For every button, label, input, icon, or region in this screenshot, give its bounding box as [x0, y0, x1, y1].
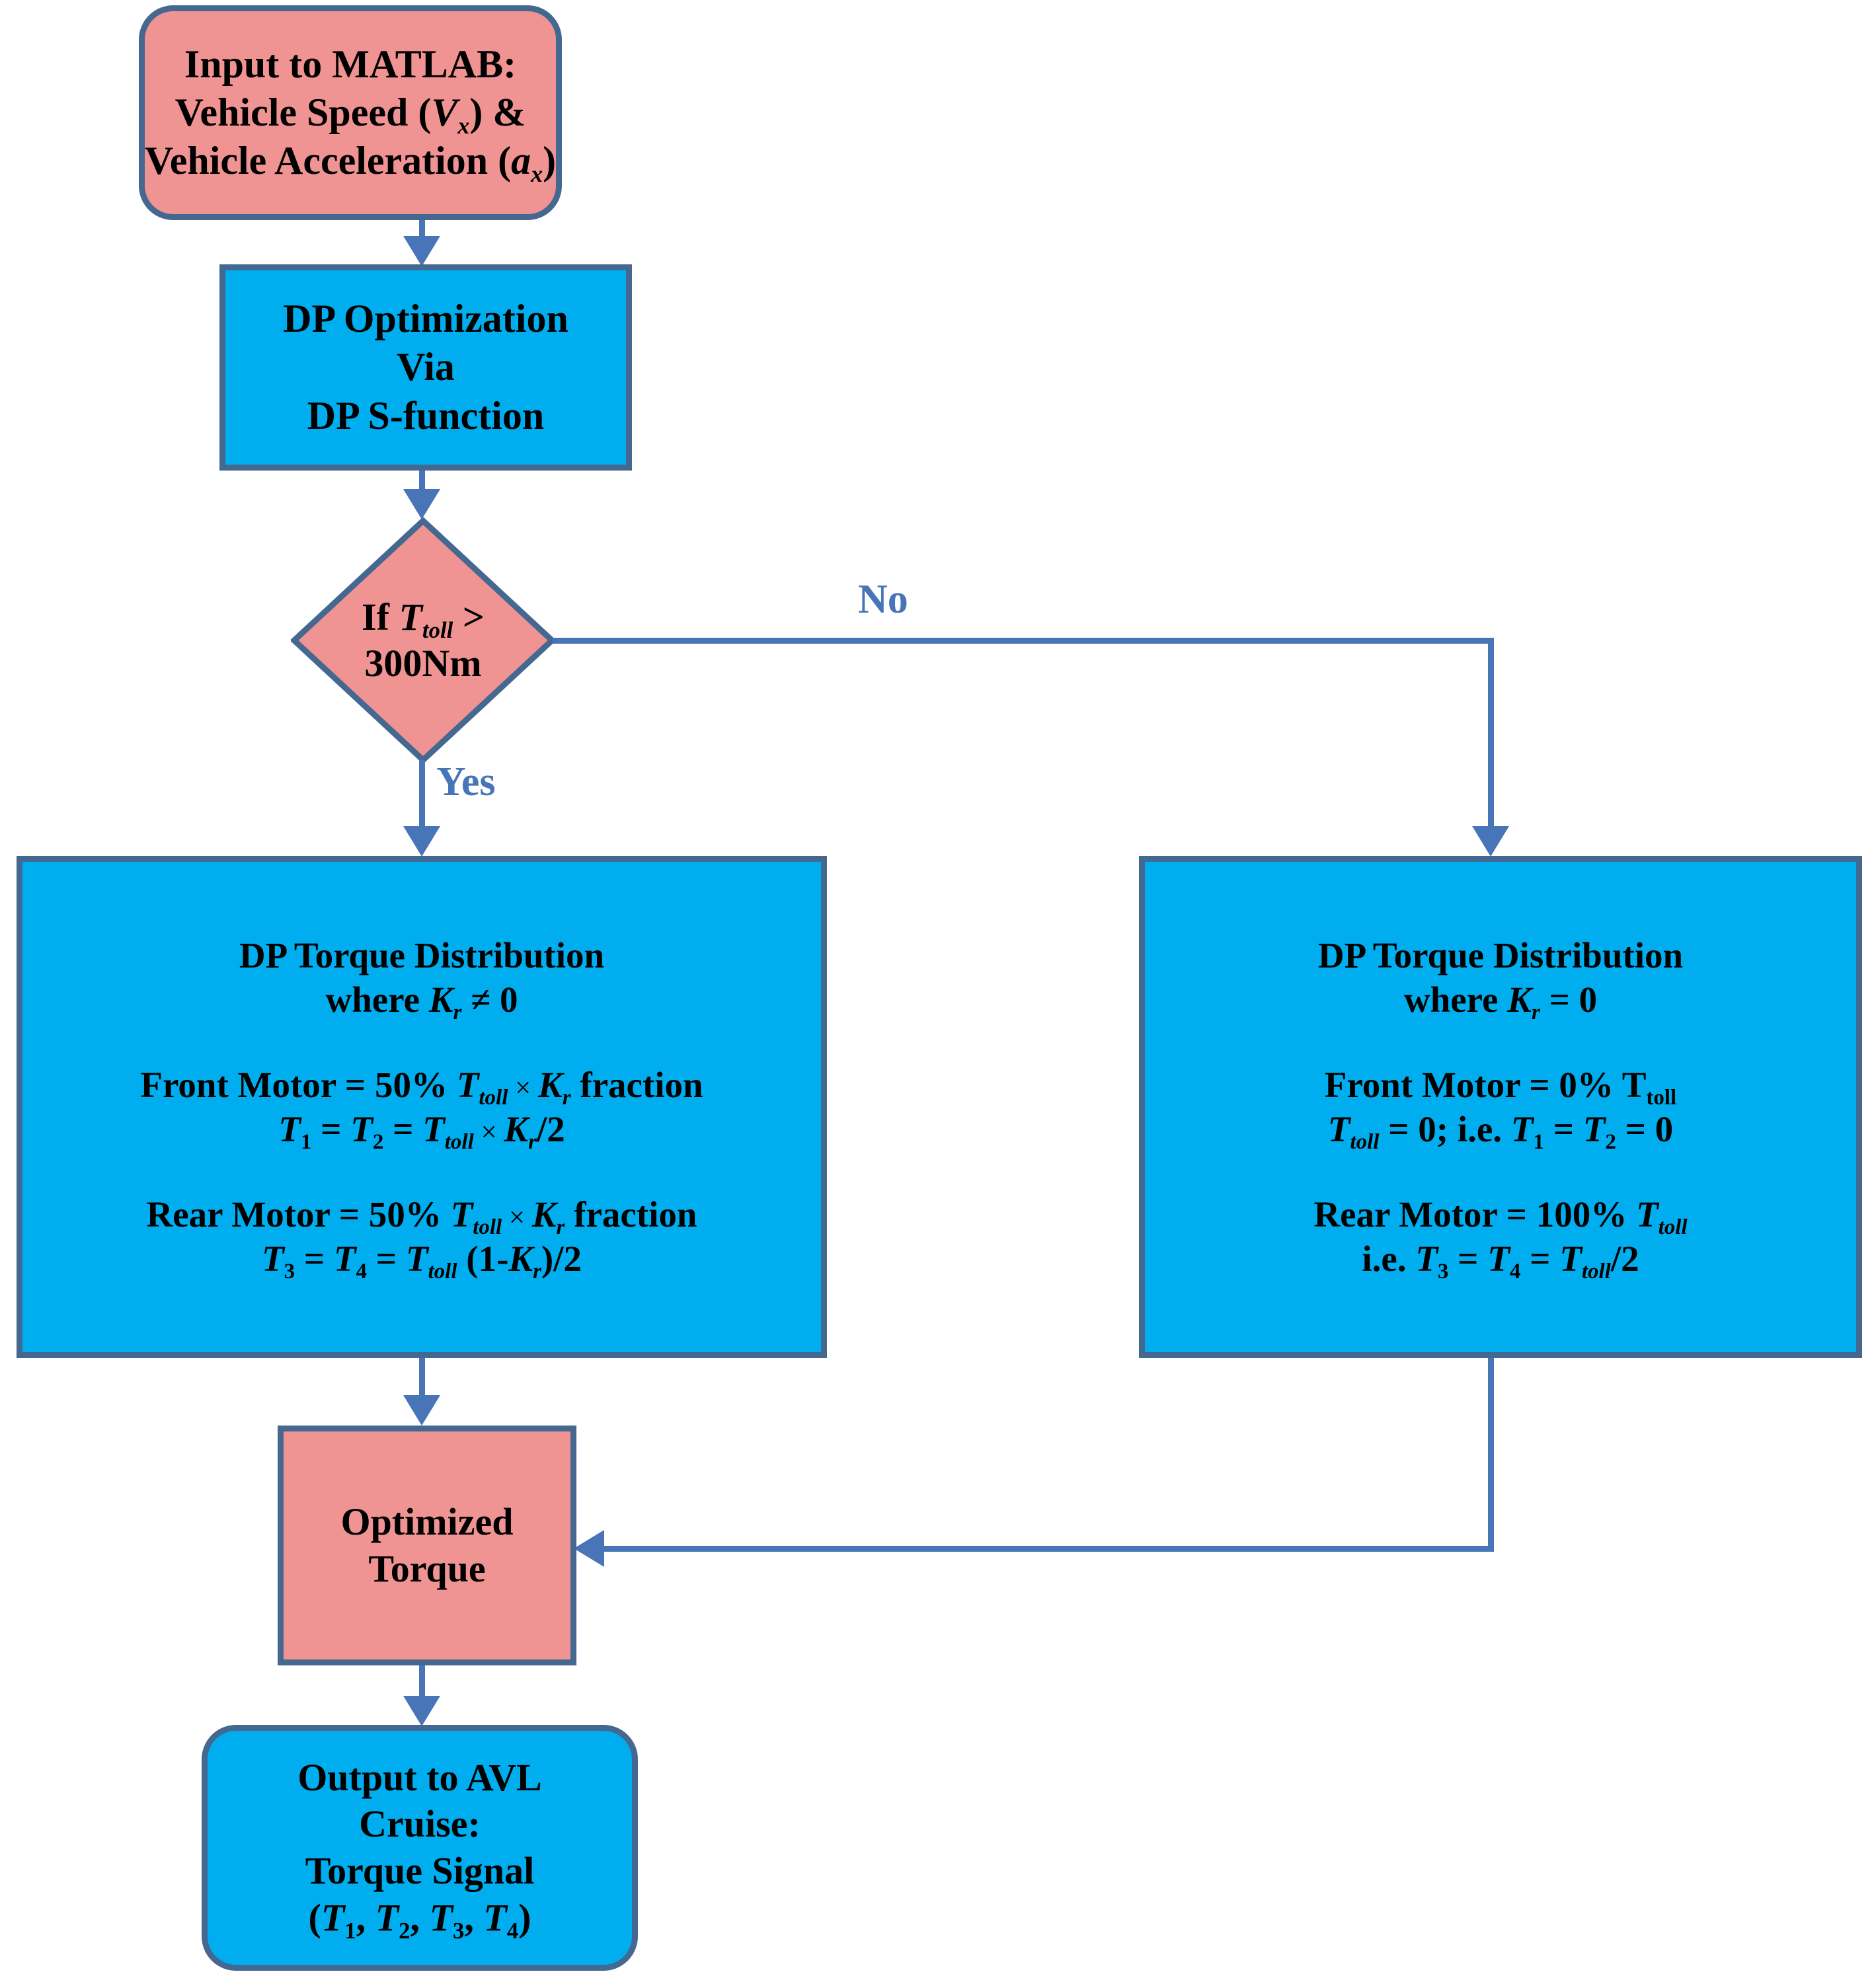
output-line-1: Output to AVL	[297, 1755, 542, 1799]
node-dp-optimization[interactable]: DP Optimization Via DP S-function	[219, 264, 632, 471]
output-line-2: Cruise:	[359, 1802, 481, 1846]
decision-label: If Ttoll > 300Nm	[291, 517, 555, 763]
connector-optimized-to-output	[419, 1665, 425, 1698]
connector-left-branch-to-optimized	[419, 1358, 425, 1398]
arrow-input-to-dp	[403, 236, 440, 266]
decision-line-1: If Ttoll >	[362, 595, 485, 644]
decision-line-2: 300Nm	[364, 642, 482, 685]
input-line-2: Vehicle Speed (Vx) &	[175, 90, 526, 139]
arrow-optimized-to-output	[403, 1696, 440, 1726]
connector-yes-vertical	[419, 760, 425, 831]
right-title-line-2: where Kr = 0	[1403, 979, 1598, 1025]
branch-label-yes: Yes	[436, 759, 496, 804]
node-decision-ttoll-threshold[interactable]: If Ttoll > 300Nm	[291, 517, 555, 763]
left-rear-motor-equation: T3 = T4 = Ttoll (1-Kr)/2	[261, 1238, 582, 1284]
input-line-1: Input to MATLAB:	[184, 42, 517, 86]
right-rear-motor-label: Rear Motor = 100% Ttoll	[1313, 1194, 1688, 1240]
optimized-line-2: Torque	[368, 1546, 486, 1590]
connector-no-horizontal	[553, 638, 1494, 644]
output-torque-signal-list: (T1, T2, T3, T4)	[308, 1895, 531, 1944]
right-rear-motor-equation: i.e. T3 = T4 = Ttoll/2	[1362, 1238, 1639, 1284]
left-title-line-2: where Kr ≠ 0	[325, 979, 518, 1025]
connector-input-to-dp	[419, 220, 425, 240]
connector-dp-to-decision	[419, 471, 425, 496]
connector-no-vertical	[1488, 638, 1494, 831]
dp-opt-line-1: DP Optimization	[283, 297, 568, 341]
dp-opt-line-3: DP S-function	[307, 393, 545, 438]
node-input-to-matlab[interactable]: Input to MATLAB: Vehicle Speed (Vx) & Ve…	[139, 5, 562, 220]
node-optimized-torque[interactable]: Optimized Torque	[278, 1426, 576, 1665]
output-line-3: Torque Signal	[305, 1849, 535, 1892]
right-front-motor-equation: Ttoll = 0; i.e. T1 = T2 = 0	[1327, 1109, 1674, 1155]
right-front-motor-label: Front Motor = 0% Ttoll	[1324, 1064, 1677, 1110]
node-dp-torque-distribution-kr-zero[interactable]: DP Torque Distribution where Kr = 0 Fron…	[1139, 856, 1862, 1358]
arrow-dp-to-decision	[403, 489, 440, 519]
arrow-yes-to-left-branch	[403, 826, 440, 857]
input-line-3: Vehicle Acceleration (ax)	[144, 139, 557, 188]
connector-right-branch-down	[1488, 1358, 1494, 1552]
node-dp-torque-distribution-kr-nonzero[interactable]: DP Torque Distribution where Kr ≠ 0 Fron…	[17, 856, 827, 1358]
arrow-right-branch-to-optimized	[574, 1530, 604, 1567]
connector-right-branch-to-optimized	[603, 1546, 1494, 1552]
left-front-motor-label: Front Motor = 50% Ttoll × Kr fraction	[140, 1064, 703, 1110]
branch-label-no: No	[858, 577, 908, 622]
left-front-motor-equation: T1 = T2 = Ttoll × Kr/2	[278, 1109, 565, 1155]
arrow-left-branch-to-optimized	[403, 1395, 440, 1426]
right-title-line-1: DP Torque Distribution	[1317, 934, 1684, 975]
arrow-no-to-right-branch	[1472, 826, 1509, 857]
left-title-line-1: DP Torque Distribution	[239, 934, 605, 975]
dp-opt-line-2: Via	[397, 345, 455, 389]
optimized-line-1: Optimized	[340, 1500, 514, 1543]
left-rear-motor-label: Rear Motor = 50% Ttoll × Kr fraction	[146, 1194, 697, 1240]
node-output-to-avl-cruise[interactable]: Output to AVL Cruise: Torque Signal (T1,…	[202, 1725, 638, 1971]
